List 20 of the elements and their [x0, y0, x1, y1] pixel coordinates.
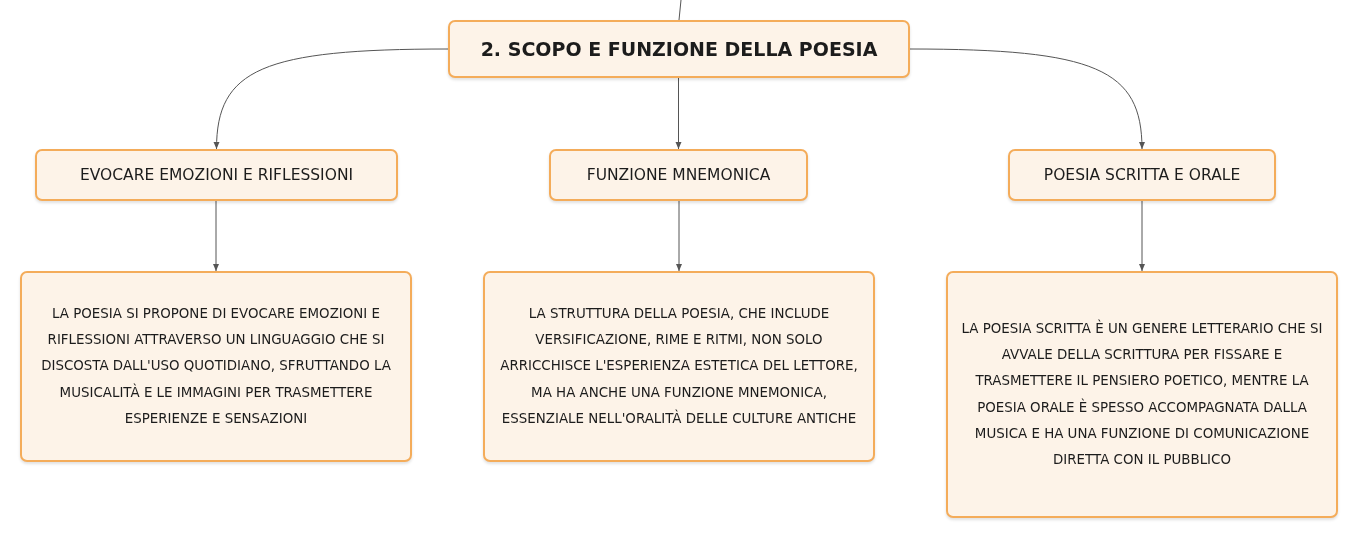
topic-title: FUNZIONE MNEMONICA — [586, 164, 771, 186]
connector-arrow — [213, 48, 449, 150]
subtopic-box — [35, 149, 398, 201]
description-text: LA POESIA SCRITTA È UN GENERE LETTERARIO CHE SI AVVALE DELLA SCRITTURA PER FISSARE E TRASMETTERE IL PENSIERO POETICO, MENTRE LA POESIA ORALE È SPESSO ACCOMPAGNATA DALLA MUSICA E HA UNA FUNZIONE DI COMUNICAZIONE DIRETTA CON IL PUBBLICO — [960, 318, 1324, 469]
subtopic-box — [1008, 149, 1276, 201]
topic-box — [448, 20, 910, 78]
description-box — [20, 271, 412, 462]
connector-arrow — [1139, 200, 1145, 272]
connector-arrow — [213, 200, 219, 272]
connector-arrow — [676, 200, 682, 272]
description-text: LA STRUTTURA DELLA POESIA, CHE INCLUDE VERSIFICAZIONE, RIME E RITMI, NON SOLO ARRICCHISCE L'ESPERIENZA ESTETICA DEL LETTORE, MA HA ANCHE UNA FUNZIONE MNEMONICA, ESSENZIALE NELL'ORALITÀ DELLE CULTURE ANTICHE — [499, 305, 859, 428]
description-box — [946, 271, 1338, 518]
description-text: LA POESIA SI PROPONE DI EVOCARE EMOZIONI E RIFLESSIONI ATTRAVERSO UN LINGUAGGIO CHE SI DISCOSTA DALL'USO QUOTIDIANO, SFRUTTANDO LA MUSICALITÀ E LE IMMAGINI PER TRASMETTERE ESPERIENZE E SENSAZIONI — [40, 305, 392, 428]
topic-title: EVOCARE EMOZIONI E RIFLESSIONI — [79, 164, 354, 186]
connector-arrow — [909, 48, 1145, 150]
subtopic-box — [549, 149, 808, 201]
description-box — [483, 271, 875, 462]
connector-arrow — [675, 77, 682, 150]
topic-title: POESIA SCRITTA E ORALE — [1043, 164, 1241, 186]
topic-title: 2. SCOPO E FUNZIONE DELLA POESIA — [480, 36, 878, 62]
